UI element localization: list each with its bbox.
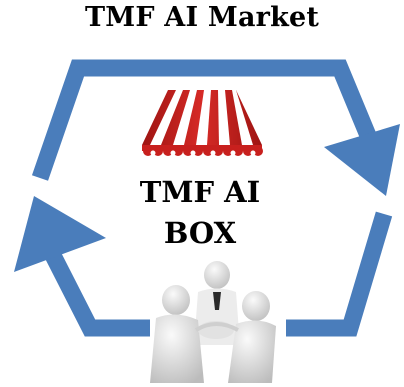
center-box-label: TMF AI BOX (130, 172, 270, 254)
awning-icon (142, 90, 263, 156)
diagram-title: TMF AI Market (84, 2, 320, 33)
cycle-arrow-icon (31, 59, 400, 196)
center-label-line-2: BOX (163, 216, 237, 250)
cycle-arrow-icon-lower-right (286, 211, 393, 337)
cycle-arrow-icon-left (14, 196, 150, 337)
business-team-icon (150, 261, 276, 383)
center-label-line-1: TMF AI (139, 175, 261, 209)
